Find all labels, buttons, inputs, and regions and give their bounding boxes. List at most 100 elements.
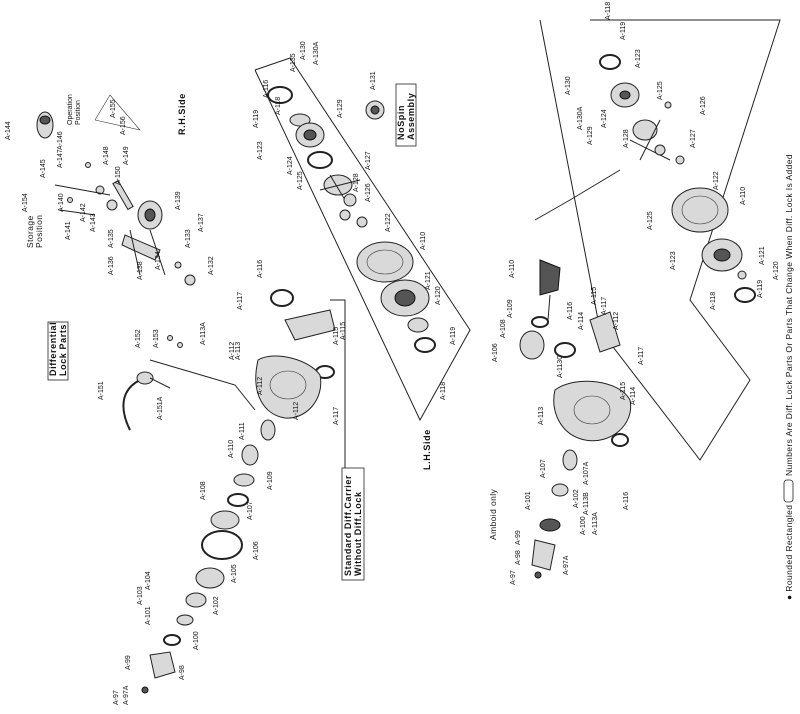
callout-l-a145: A-145 (40, 159, 47, 178)
callout-a119: A-119 (253, 110, 260, 128)
callout-l-a148: A-148 (103, 146, 110, 165)
operation-label-1: Operation (67, 94, 74, 125)
callout-r-a119-b: A-119 (757, 280, 764, 298)
callout-r-a127: A-127 (690, 129, 697, 148)
callout-l-a136: A-136 (108, 256, 115, 275)
callout-a116: A-116 (263, 80, 270, 98)
callout-a120: A-120 (435, 286, 442, 305)
callout-l-a141: A-141 (65, 221, 72, 240)
callout-lr-a110: A-110 (509, 260, 516, 278)
diff-lock-title-1: Differential (48, 322, 58, 376)
rh-side-title: R.H.Side (177, 93, 187, 135)
assembly-outline-lines (94, 19, 781, 470)
nospin-title-2: Assembly (406, 93, 416, 140)
callout-c-a113: A-113 (235, 342, 242, 360)
callout-a110: A-110 (420, 232, 427, 250)
callout-c-a117: A-117 (237, 292, 244, 310)
callout-l-a153: A-153 (153, 329, 160, 348)
callout-l-a140: A-140 (58, 193, 65, 212)
callout-a121: A-121 (425, 271, 432, 290)
callout-l-a142: A-142 (80, 203, 87, 222)
standard-carrier-group (141, 289, 336, 694)
callout-c-a115: A-115 (333, 327, 340, 345)
callout-r-a130: A-130 (565, 76, 572, 95)
callout-c-a110: A-110 (228, 440, 235, 458)
callout-l-a146: A-146 (57, 131, 64, 150)
diff-lock-box (47, 321, 69, 381)
callout-a118-b: A-118 (440, 382, 447, 400)
callout-a112-top: A-112 (257, 377, 264, 395)
diff-lock-title-2: Lock Parts (58, 324, 68, 376)
nospin-carrier-group (267, 86, 436, 353)
callout-a135: A-135 (290, 53, 297, 72)
callout-c-a100: A-100 (193, 631, 200, 650)
cable-group (122, 335, 183, 431)
footnote-text: Numbers Are Diff. Lock Parts Or Parts Th… (784, 154, 794, 476)
callout-c-a104: A-104 (145, 571, 152, 590)
callout-c-a97a: A-97A (123, 685, 130, 705)
callout-r-a128: A-128 (623, 129, 630, 148)
callout-lr-a113: A-113 (538, 407, 545, 425)
callout-lr-a108: A-108 (500, 319, 507, 338)
callout-c-a111: A-111 (239, 422, 246, 440)
callout-a115-top: A-115 (340, 322, 347, 340)
callout-c-a99: A-99 (125, 655, 132, 670)
callout-lr-a113a: A-113A (592, 512, 599, 535)
callout-r-a110: A-110 (740, 187, 747, 205)
callout-l-a135: A-135 (108, 229, 115, 248)
callout-r-a121: A-121 (759, 246, 766, 265)
callout-a123: A-123 (257, 141, 264, 160)
aimbot-note: Amboid only (488, 488, 498, 540)
callout-l-a143: A-143 (90, 213, 97, 232)
callout-r-a118: A-118 (605, 2, 612, 20)
callout-lr-a113b: A-113B (583, 492, 590, 515)
callout-l-a154: A-154 (22, 193, 29, 212)
callout-l-a144: A-144 (5, 121, 12, 140)
callout-c-a98: A-98 (179, 665, 186, 680)
callout-lr-a117: A-117 (601, 297, 608, 315)
callout-c-a105: A-105 (231, 564, 238, 583)
operation-label-2: Position (75, 100, 82, 125)
footnote-prefix: ● Rounded Rectangled (784, 505, 794, 600)
callout-l-a152: A-152 (135, 329, 142, 348)
callout-r-a129: A-129 (587, 126, 594, 145)
callout-c-a103: A-103 (137, 586, 144, 605)
lh-side-title: L.H.Side (422, 429, 432, 470)
callout-l-a156: A-156 (120, 116, 127, 135)
callout-lr-a113c: A-113C (557, 355, 564, 378)
callout-a126: A-126 (365, 183, 372, 202)
callout-l-a132: A-132 (208, 256, 215, 275)
callout-r-a122: A-122 (713, 171, 720, 190)
callout-a130a: A-130A (313, 41, 320, 65)
callout-lr-a117-b: A-117 (638, 347, 645, 365)
section-titles: R.H.Side L.H.Side NoSpin Assembly Differ… (25, 83, 794, 600)
storage-label-2: Position (34, 215, 44, 248)
callout-a119-b: A-119 (450, 327, 457, 345)
nospin-title-1: NoSpin (396, 105, 406, 140)
callout-lr-a97a: A-97A (563, 555, 570, 575)
callout-lr-a100: A-100 (580, 516, 587, 535)
callout-r-a118-b: A-118 (710, 292, 717, 310)
callout-c-a109: A-109 (267, 471, 274, 490)
callout-l-a150: A-150 (115, 166, 122, 185)
footnote-rounded-rect (783, 479, 794, 503)
standard-carrier-title-2: Without Diff.Lock (353, 491, 363, 576)
callout-l-a137: A-137 (198, 213, 205, 232)
callout-a118: A-118 (275, 97, 282, 115)
callout-l-a149: A-149 (123, 146, 130, 165)
callout-a124: A-124 (287, 156, 294, 175)
callout-lr-a116: A-116 (567, 302, 574, 320)
callout-a127: A-127 (365, 151, 372, 170)
callout-r-a119: A-119 (620, 22, 627, 40)
right-diff-group (599, 54, 756, 303)
standard-carrier-box (341, 467, 365, 581)
callout-c-a117-b: A-117 (333, 407, 340, 425)
callout-l-a139: A-139 (175, 191, 182, 210)
callout-lr-a106: A-106 (492, 343, 499, 362)
part-callouts: A-135 A-130 A-130A A-129 A-131 A-116 A-1… (5, 2, 780, 705)
callout-lr-a107: A-107 (540, 459, 547, 478)
storage-label-1: Storage (25, 215, 35, 248)
callout-a128: A-128 (353, 173, 360, 192)
callout-lr-a115-b: A-115 (620, 382, 627, 400)
